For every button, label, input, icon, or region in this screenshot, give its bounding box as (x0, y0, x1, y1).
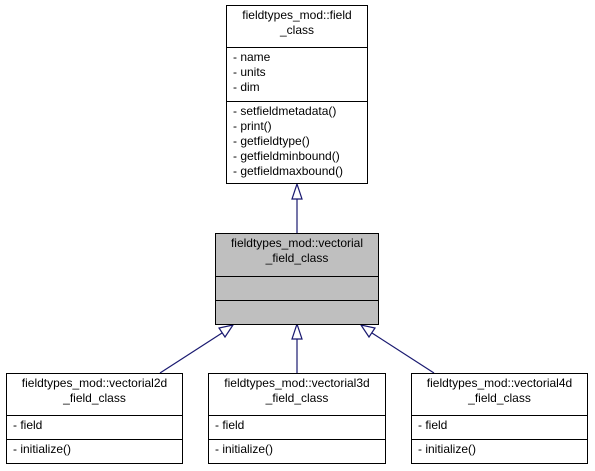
attribute-item: - field (215, 418, 245, 432)
class-title-line: _field_class (468, 391, 531, 405)
edge-arrowhead (291, 182, 303, 200)
class-title-line: fieldtypes_mod::vectorial4d (426, 376, 573, 390)
class-title: fieldtypes_mod::vectorial2d _field_class (7, 374, 182, 415)
class-title-line: _field_class (265, 391, 329, 405)
edge-arrowhead (359, 324, 376, 339)
methods-section: - setfieldmetadata() - print() - getfiel… (227, 101, 367, 185)
method-item: - getfieldmaxbound() (233, 164, 344, 178)
attributes-section: - field (209, 415, 385, 439)
edge-arrowhead (218, 324, 235, 339)
class-title-line: fieldtypes_mod::vectorial (230, 236, 364, 250)
class-title-line: fieldtypes_mod::field (242, 8, 352, 22)
attributes-section: - field (412, 415, 587, 439)
attribute-item: - dim (233, 80, 260, 94)
methods-section (216, 300, 378, 326)
method-item: - print() (233, 119, 272, 133)
class-box-vectorial2d-field-class[interactable]: fieldtypes_mod::vectorial2d _field_class… (6, 373, 183, 464)
methods-section: - initialize() (209, 439, 385, 465)
attribute-item: - name (233, 50, 271, 64)
attribute-item: - field (418, 418, 448, 432)
class-title: fieldtypes_mod::vectorial _field_class (216, 234, 378, 276)
attributes-section: - name - units - dim (227, 47, 367, 101)
attribute-item: - field (13, 418, 43, 432)
attributes-section: - field (7, 415, 182, 439)
class-title: fieldtypes_mod::field _class (227, 6, 367, 47)
class-title-line: fieldtypes_mod::vectorial3d (224, 376, 370, 390)
edge-2d-to-vectorial (159, 332, 223, 374)
method-item: - setfieldmetadata() (233, 104, 337, 118)
class-title-line: _class (279, 23, 314, 37)
method-item: - initialize() (215, 442, 274, 456)
edge-arrowhead (291, 322, 303, 340)
edge-4d-to-vectorial (371, 332, 435, 374)
class-title: fieldtypes_mod::vectorial4d _field_class (412, 374, 587, 415)
class-box-field-class[interactable]: fieldtypes_mod::field _class - name - un… (226, 5, 368, 184)
methods-section: - initialize() (7, 439, 182, 465)
class-box-vectorial4d-field-class[interactable]: fieldtypes_mod::vectorial4d _field_class… (411, 373, 588, 464)
methods-section: - initialize() (412, 439, 587, 465)
class-title-line: fieldtypes_mod::vectorial2d (21, 376, 168, 390)
class-title-line: _field_class (265, 251, 329, 265)
method-item: - getfieldtype() (233, 134, 310, 148)
class-title-line: _field_class (63, 391, 126, 405)
class-box-vectorial-field-class[interactable]: fieldtypes_mod::vectorial _field_class (215, 233, 379, 325)
method-item: - initialize() (13, 442, 72, 456)
class-title: fieldtypes_mod::vectorial3d _field_class (209, 374, 385, 415)
attribute-item: - units (233, 65, 266, 79)
class-box-vectorial3d-field-class[interactable]: fieldtypes_mod::vectorial3d _field_class… (208, 373, 386, 464)
method-item: - getfieldminbound() (233, 149, 340, 163)
attributes-section (216, 276, 378, 300)
method-item: - initialize() (418, 442, 477, 456)
